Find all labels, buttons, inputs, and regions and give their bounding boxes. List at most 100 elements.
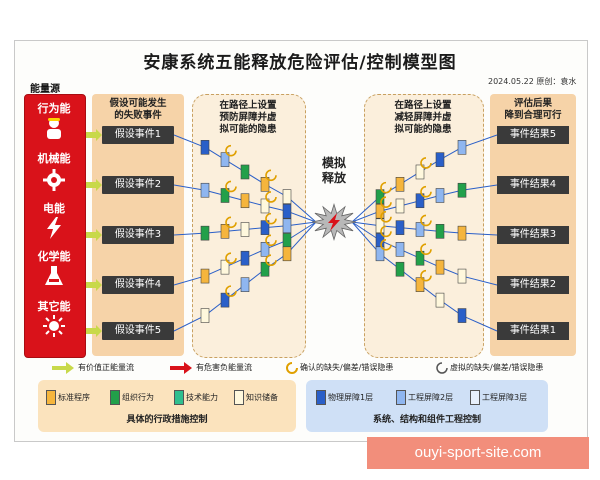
assumed-events-header: 假设可能发生 的失败事件 xyxy=(109,98,167,121)
prevention-barrier-node xyxy=(200,225,210,241)
prevention-barrier-node xyxy=(220,224,230,239)
date-credit: 2024.05.22 原创：袁水 xyxy=(488,77,577,86)
admin-item-knowledge: 知识储备 xyxy=(246,393,278,402)
prevention-barrier-node xyxy=(282,189,292,204)
positive-flow-arrow xyxy=(86,325,102,337)
knowledge-swatch xyxy=(234,390,244,405)
left-flow-line xyxy=(173,232,206,236)
lightning-icon xyxy=(47,217,61,239)
hazard-marker xyxy=(420,243,432,255)
event-result-1: 事件结果1 xyxy=(497,322,569,340)
hazard-marker xyxy=(420,269,432,282)
hazard-marker xyxy=(265,234,277,247)
event-result-3: 事件结果3 xyxy=(497,226,569,244)
energy-chemical-label: 化学能 xyxy=(37,250,71,263)
prevention-barrier-node xyxy=(240,193,250,209)
mitigation-barrier-node xyxy=(395,242,405,257)
legend-positive-flow: 有价值正能量流 xyxy=(78,363,134,372)
flask-icon xyxy=(45,266,63,285)
event-result-2: 事件结果2 xyxy=(497,276,569,294)
assumed-event-1: 假设事件1 xyxy=(102,126,174,144)
legend-confirmed-hazard: 确认的缺失/偏差/错误隐患 xyxy=(300,363,394,372)
assumed-event-2: 假设事件2 xyxy=(102,176,174,194)
prevention-barrier-node xyxy=(260,220,270,235)
mitigation-barrier-node xyxy=(395,177,405,192)
hazard-marker xyxy=(225,144,237,157)
mitigation-barrier-node xyxy=(435,259,445,275)
legend-virtual-hazard: 虚拟的缺失/偏差/错误隐患 xyxy=(450,363,544,372)
prevention-barrier-node xyxy=(200,140,210,155)
left-flow-line xyxy=(173,134,206,148)
hazard-marker xyxy=(265,169,277,182)
right-flow-line xyxy=(351,221,381,255)
right-flow-line xyxy=(461,184,498,191)
mitigation-barrier-node xyxy=(457,225,467,241)
prevention-barrier-node xyxy=(220,292,230,308)
right-flow-line xyxy=(351,196,381,223)
mitigation-barrier-node xyxy=(415,250,425,266)
mitigation-barrier-node xyxy=(415,222,425,237)
admin-controls-caption: 具体的行政措施控制 xyxy=(126,415,208,425)
prevention-barrier-node xyxy=(240,277,250,292)
hazard-marker xyxy=(225,252,237,264)
assumed-event-5: 假设事件5 xyxy=(102,322,174,340)
prevention-barrier-node xyxy=(240,250,250,266)
left-flow-line xyxy=(286,221,317,241)
simulated-release-label: 模拟 释放 xyxy=(321,156,346,185)
hazard-marker xyxy=(225,285,237,297)
right-flow-line xyxy=(351,210,381,223)
hazard-marker xyxy=(420,185,432,198)
prevention-barrier-node xyxy=(282,233,292,248)
negative-flow-icon xyxy=(170,362,192,374)
prevention-barrier-node xyxy=(260,242,270,257)
mitigation-barrier-node xyxy=(435,224,445,239)
mitigation-barrier-node xyxy=(457,308,467,323)
energy-behavior-label: 行为能 xyxy=(37,102,71,115)
hazard-marker xyxy=(380,238,392,251)
release-bolt-icon xyxy=(328,213,340,231)
mitigation-zone-header: 在路径上设置 减轻屏障并虚 拟可能的隐患 xyxy=(394,100,452,135)
hazard-marker xyxy=(265,212,277,225)
event-result-5: 事件结果5 xyxy=(497,126,569,144)
mitigation-barrier-node xyxy=(457,182,467,198)
eng-item-layer2: 工程屏障2层 xyxy=(408,393,454,402)
left-flow-line xyxy=(173,184,206,191)
right-flow-line xyxy=(461,315,498,332)
engineering-controls-box xyxy=(306,380,548,432)
worker-icon xyxy=(47,118,61,139)
admin-item-organization: 组织行为 xyxy=(122,393,154,402)
mitigation-barrier-node xyxy=(415,277,425,292)
mitigation-barrier-node xyxy=(415,164,425,180)
admin-item-technology: 技术能力 xyxy=(186,393,218,402)
mitigation-barrier-node xyxy=(435,188,445,203)
prevention-barrier-node xyxy=(282,246,292,262)
prevention-barrier-node xyxy=(220,152,230,167)
assumed-event-4: 假设事件4 xyxy=(102,276,174,294)
eng-barrier-3-swatch xyxy=(470,390,480,405)
energy-mechanical-label: 机械能 xyxy=(37,152,71,165)
mitigation-barrier-node xyxy=(435,152,445,167)
hazard-marker xyxy=(225,180,237,193)
right-flow-line xyxy=(351,221,381,241)
mitigation-barrier-node xyxy=(375,246,385,262)
standard-procedure-swatch xyxy=(46,390,56,405)
energy-electric-label: 电能 xyxy=(43,202,65,215)
event-result-4: 事件结果4 xyxy=(497,176,569,194)
right-flow-line xyxy=(461,275,498,286)
prevention-barrier-node xyxy=(200,308,210,323)
hazard-marker xyxy=(225,216,237,229)
left-flow-line xyxy=(173,315,206,332)
positive-flow-arrow xyxy=(86,129,102,141)
virtual-hazard-icon xyxy=(436,362,448,374)
mitigation-barrier-node xyxy=(457,140,467,155)
energy-source-label: 能量源 xyxy=(30,84,60,95)
eng-item-physical: 物理屏障1层 xyxy=(328,393,374,402)
right-flow-line xyxy=(461,232,498,236)
hazard-marker xyxy=(420,214,432,227)
confirmed-hazard-icon xyxy=(286,362,298,374)
prevention-zone-header: 在路径上设置 预防屏障并虚 拟可能的隐患 xyxy=(219,100,277,135)
positive-flow-arrow xyxy=(86,179,102,191)
left-flow-line xyxy=(286,221,317,227)
admin-controls-box xyxy=(38,380,296,432)
hazard-marker xyxy=(265,191,277,203)
